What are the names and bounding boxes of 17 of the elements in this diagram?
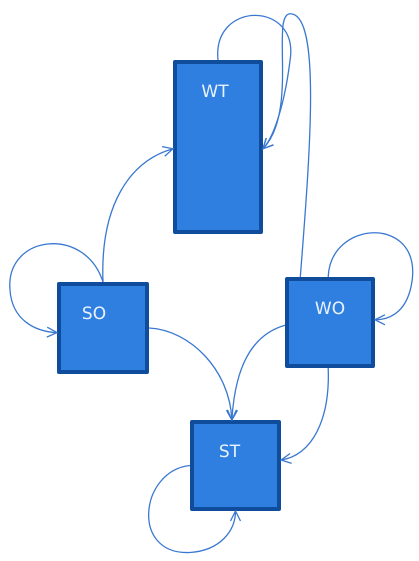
state-label: ST (218, 442, 240, 462)
state-label: WT (201, 82, 229, 102)
state-box (285, 277, 375, 368)
state-box (190, 420, 281, 511)
transition-arrow (217, 14, 292, 150)
transition-arrow (227, 324, 286, 421)
transition-arrow (262, 13, 312, 278)
state-label: WO (314, 299, 346, 319)
transition-arrow (148, 327, 236, 421)
state-box (173, 60, 263, 234)
transition-arrow (9, 243, 104, 338)
state-box (57, 282, 149, 374)
transition-arrow (280, 368, 329, 464)
state-label: SO (82, 304, 106, 324)
transition-arrow (102, 146, 174, 282)
transition-arrow (148, 464, 240, 554)
transition-arrow (328, 232, 413, 325)
